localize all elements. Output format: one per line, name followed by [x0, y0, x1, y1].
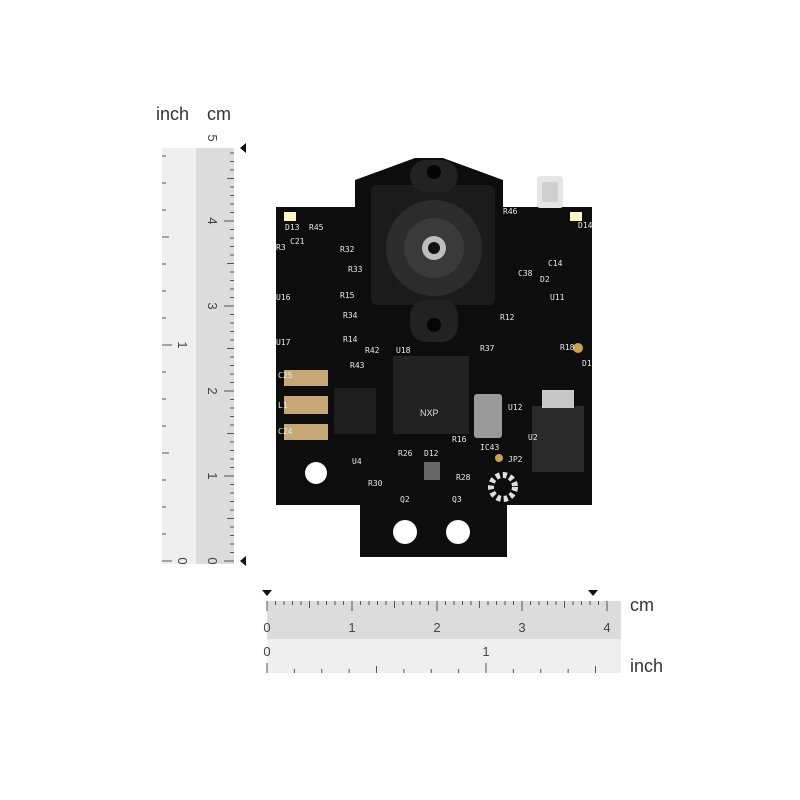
open-hardware-gear-icon [488, 472, 518, 502]
silkscreen-designator: U11 [550, 293, 565, 302]
vertical-ruler-inch-strip [162, 148, 196, 564]
mounting-hole-left [305, 462, 327, 484]
horizontal-cm-tick-label: 3 [518, 620, 525, 635]
horizontal-cm-tick-label: 1 [348, 620, 355, 635]
unit-inch-horizontal: inch [630, 656, 664, 676]
vertical-ruler-cm-strip [196, 148, 234, 564]
horizontal-cm-tick-label: 0 [263, 620, 270, 635]
vertical-ruler-labels: 0 1 2 3 4 5 0 1 [175, 134, 220, 564]
sensor-d12 [424, 462, 440, 480]
led-left [284, 212, 296, 221]
gear-center [499, 483, 507, 491]
silkscreen-designator: D14 [578, 221, 593, 230]
horizontal-inch-tick-label: 1 [482, 644, 489, 659]
vertical-cm-tick-label: 3 [205, 302, 220, 309]
vertical-ruler: 0 1 2 3 4 5 0 1 [162, 134, 246, 566]
silkscreen-designator: U2 [528, 433, 538, 442]
capacitor-c25 [284, 370, 328, 386]
vertical-cm-tick-label: 1 [205, 472, 220, 479]
unit-cm-vertical: cm [207, 104, 231, 124]
silkscreen-designator: R32 [340, 245, 355, 254]
silkscreen-designator: IC43 [480, 443, 499, 452]
vertical-ruler-top-marker [240, 143, 246, 153]
silkscreen-designator: R16 [452, 435, 467, 444]
silkscreen-designator: R33 [348, 265, 363, 274]
silkscreen-designator: R45 [309, 223, 324, 232]
chip-brand-mark: NXP [420, 408, 439, 418]
vertical-cm-tick-label: 2 [205, 387, 220, 394]
solder-pad-jp2 [495, 454, 503, 462]
horizontal-ruler-cm-strip [267, 601, 621, 639]
voltage-regulator-tab [542, 390, 574, 408]
inductor-l1 [284, 396, 328, 414]
memory-chip [334, 388, 376, 434]
lens-mount-screw-hole-bottom [427, 318, 441, 332]
horizontal-inch-tick-label: 0 [263, 644, 270, 659]
lens-mount-screw-hole-top [427, 165, 441, 179]
main-processor-chip [393, 356, 469, 434]
horizontal-cm-tick-label: 4 [603, 620, 610, 635]
horizontal-ruler-ticks [266, 601, 608, 673]
silkscreen-designator: R26 [398, 449, 413, 458]
horizontal-ruler-inch-strip [267, 639, 621, 673]
silkscreen-designator: R34 [343, 311, 358, 320]
horizontal-ruler-right-marker [588, 590, 598, 596]
silkscreen-designator: C38 [518, 269, 533, 278]
silkscreen-designator: R18 [560, 343, 575, 352]
silkscreen-designator: R30 [368, 479, 383, 488]
vertical-ruler-ticks [162, 152, 234, 562]
silkscreen-designator: U18 [396, 346, 411, 355]
vertical-cm-tick-label: 4 [205, 217, 220, 224]
unit-cm-horizontal: cm [630, 595, 654, 615]
vertical-inch-tick-label: 0 [175, 557, 190, 564]
vertical-cm-tick-label: 5 [205, 134, 220, 141]
silkscreen-designator: R43 [350, 361, 365, 370]
horizontal-ruler-labels: 0 1 2 3 4 0 1 [263, 620, 610, 659]
silkscreen-designator: R42 [365, 346, 380, 355]
silkscreen-designator: C25 [278, 371, 293, 380]
side-connector-inner [542, 182, 558, 202]
silkscreen-designator: R14 [343, 335, 358, 344]
vertical-inch-tick-label: 1 [175, 341, 190, 348]
silkscreen-designator: U16 [276, 293, 291, 302]
silkscreen-designator: R12 [500, 313, 515, 322]
horizontal-ruler: 0 1 2 3 4 0 1 [262, 590, 621, 673]
silkscreen-designator: D13 [285, 223, 300, 232]
unit-inch-vertical: inch [156, 104, 190, 124]
horizontal-ruler-left-marker [262, 590, 272, 596]
silkscreen-designator: C14 [548, 259, 563, 268]
silkscreen-designator: C24 [278, 427, 293, 436]
silkscreen-designator: D2 [540, 275, 550, 284]
silkscreen-designator: R46 [503, 207, 518, 216]
silkscreen-designator: U17 [276, 338, 291, 347]
silkscreen-designator: Q2 [400, 495, 410, 504]
crystal [474, 394, 502, 438]
silkscreen-designator: C21 [290, 237, 305, 246]
mounting-hole-bottom-left [393, 520, 417, 544]
horizontal-cm-tick-label: 2 [433, 620, 440, 635]
silkscreen-designator: U4 [352, 457, 362, 466]
silkscreen-designator: Q3 [452, 495, 462, 504]
silkscreen-designator: D12 [424, 449, 439, 458]
silkscreen-designator: R3 [276, 243, 286, 252]
silkscreen-designator: L1 [278, 401, 288, 410]
led-right [570, 212, 582, 221]
silkscreen-designator: D1 [582, 359, 592, 368]
silkscreen-designator: JP2 [508, 455, 523, 464]
vertical-cm-tick-label: 0 [205, 557, 220, 564]
silkscreen-designator: R28 [456, 473, 471, 482]
silkscreen-designator: U12 [508, 403, 523, 412]
vertical-ruler-bottom-marker [240, 556, 246, 566]
camera-lens-center [428, 242, 440, 254]
mounting-hole-bottom-right [446, 520, 470, 544]
voltage-regulator [532, 406, 584, 472]
silkscreen-designator: R15 [340, 291, 355, 300]
solder-pad-d1 [573, 343, 583, 353]
silkscreen-designator: R37 [480, 344, 495, 353]
capacitor-c24 [284, 424, 328, 440]
